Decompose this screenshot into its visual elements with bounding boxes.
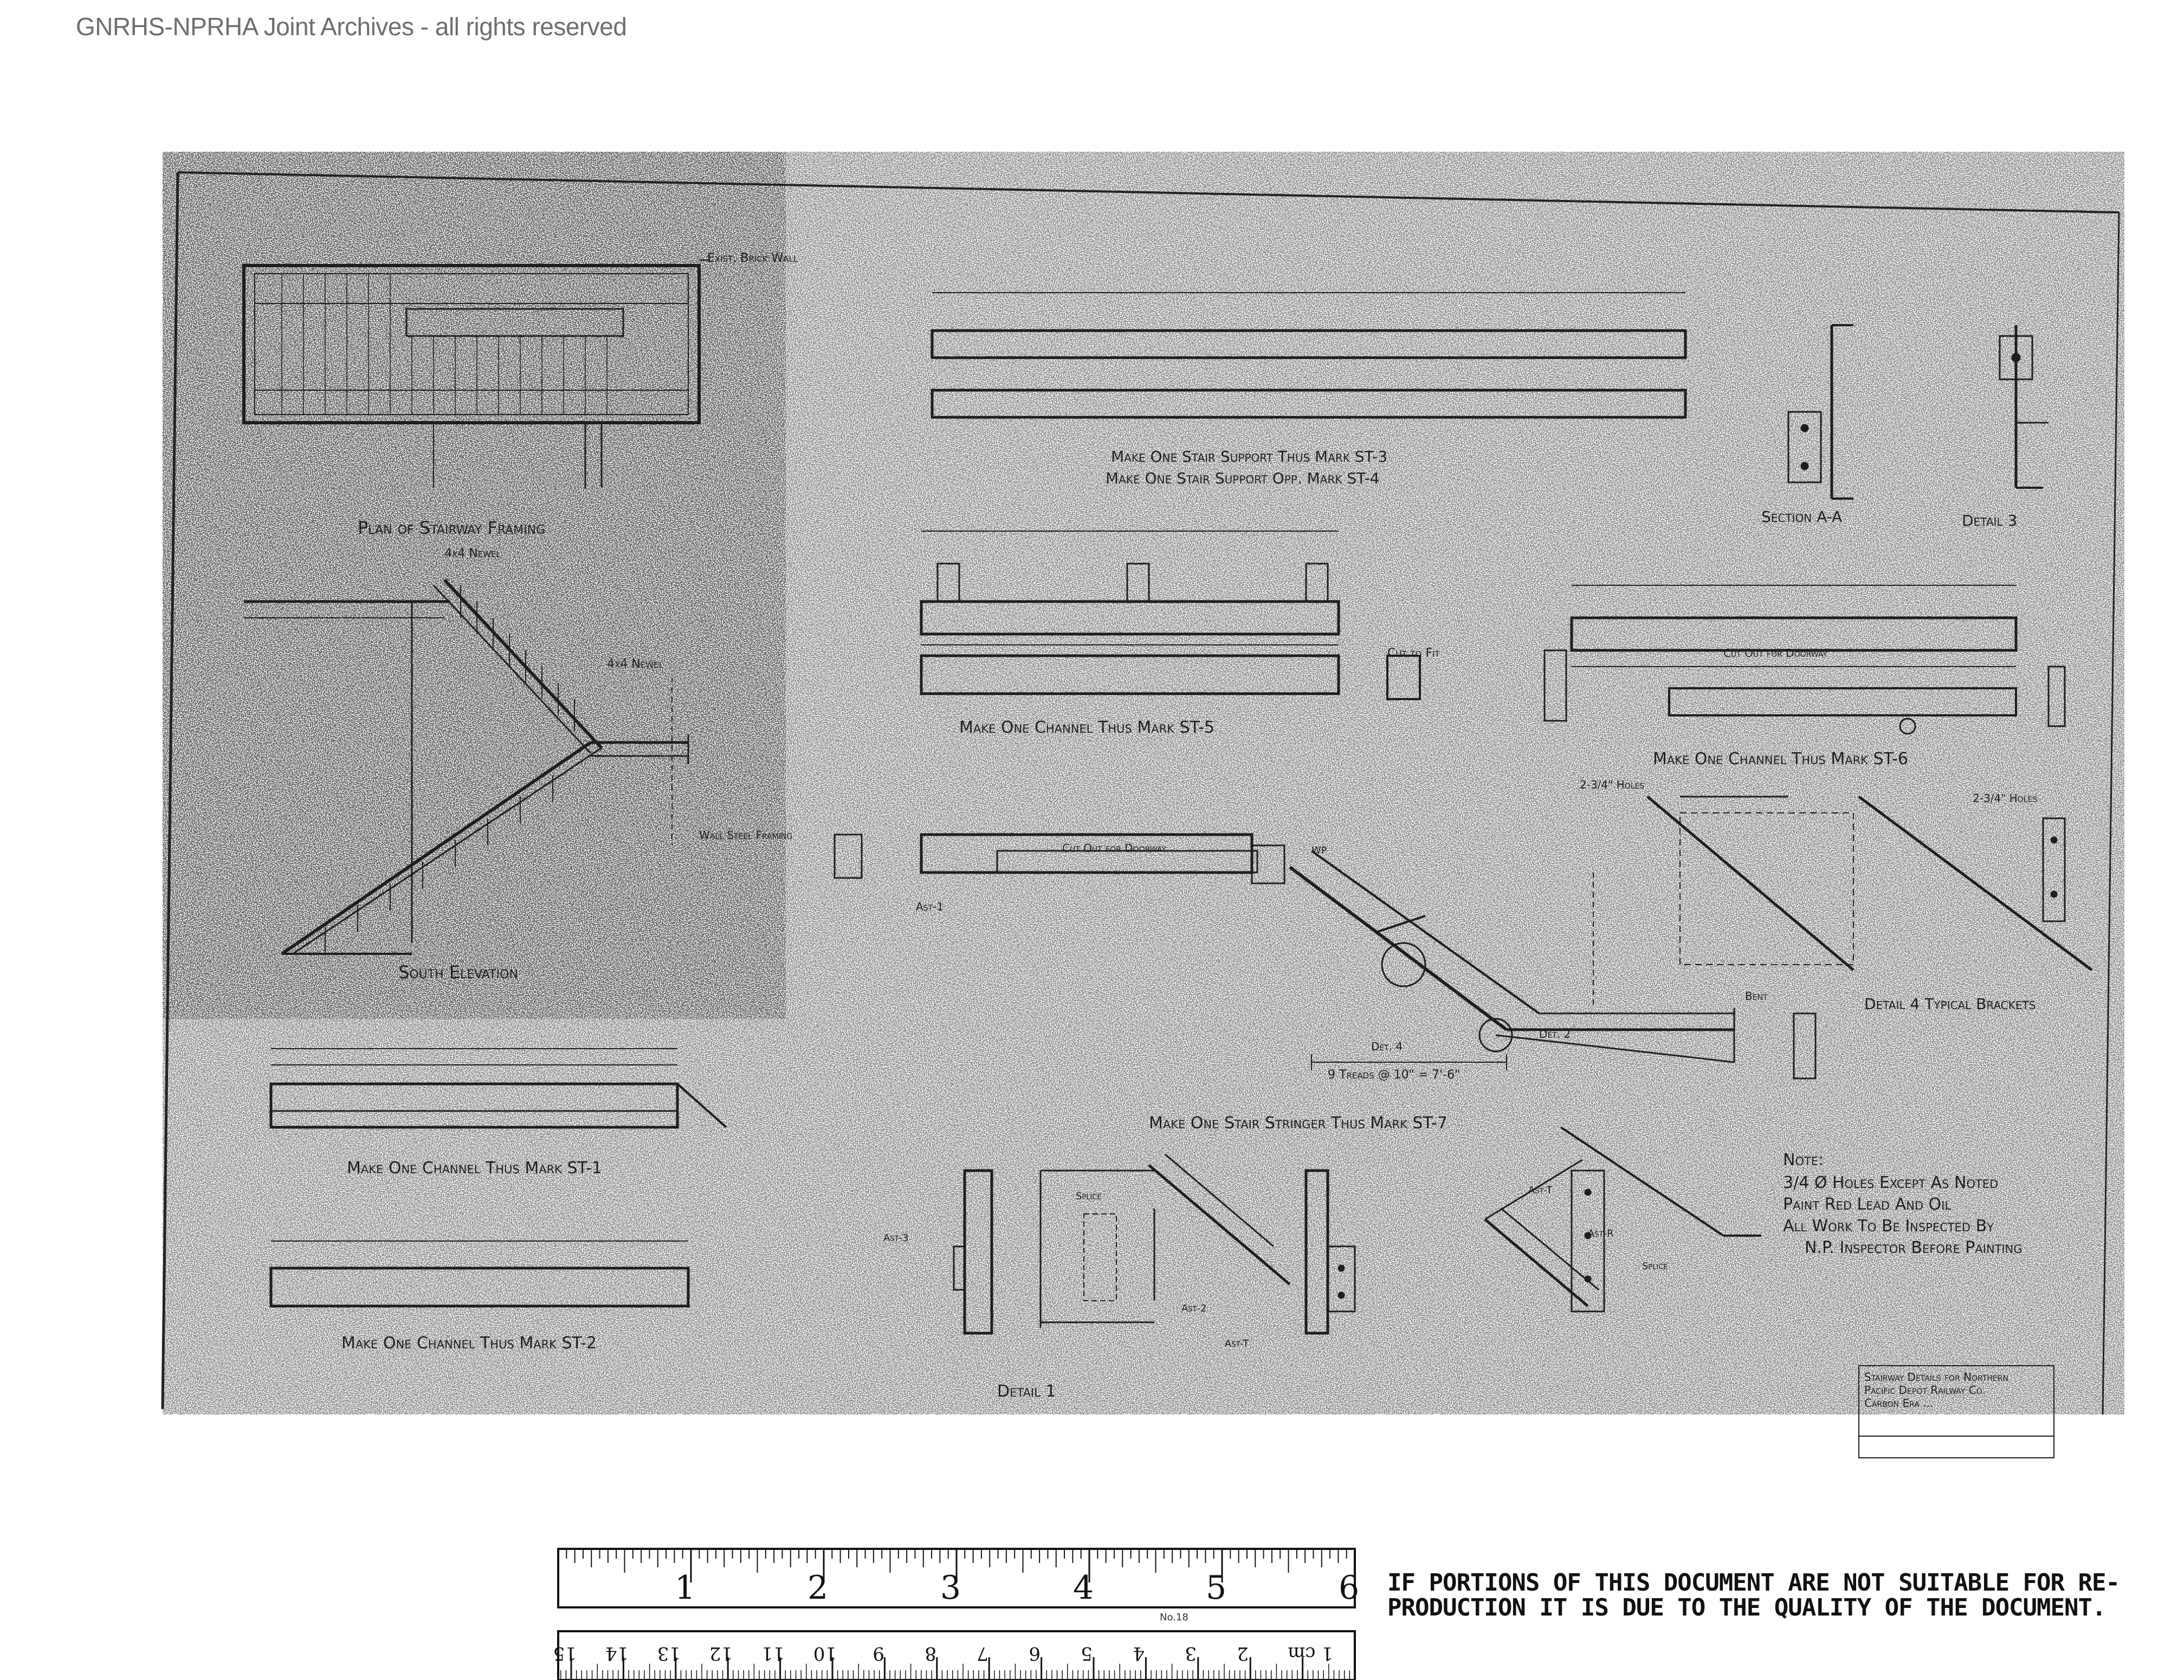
ruler-cm-10: 10 <box>813 1643 837 1664</box>
channel-st1 <box>269 1048 727 1129</box>
notes-line-1: 3/4 Ø Holes Except As Noted <box>1783 1173 1998 1192</box>
ruler-cm-13: 13 <box>657 1643 681 1664</box>
section-aa-drawing <box>1787 324 1853 500</box>
notes-line-2: Paint Red Lead And Oil <box>1783 1195 1951 1214</box>
ruler-inch-5: 5 <box>1206 1569 1226 1607</box>
channel-st6 <box>1543 585 2066 735</box>
south-elevation <box>244 578 689 955</box>
south-elevation-title: South Elevation <box>398 962 518 983</box>
mark-st4-label: Make One Stair Support Opp. Mark ST-4 <box>1106 469 1380 487</box>
ruler-cm-14: 14 <box>605 1643 629 1664</box>
holes-label-2: 2-3/4" Holes <box>1973 792 2037 805</box>
astr-label: Ast-R <box>1588 1228 1614 1239</box>
title-block <box>1858 1365 2054 1458</box>
plan-of-stairway-framing <box>242 260 710 488</box>
ruler-model: No.18 <box>1160 1612 1188 1623</box>
newel-label-mid: 4x4 Newel <box>607 657 664 671</box>
ruler-inch-4: 4 <box>1073 1569 1094 1607</box>
drawing-border <box>161 171 2120 1415</box>
notes-line-4: N.P. Inspector Before Painting <box>1805 1238 2023 1257</box>
ruler-cm-1: 1 cm <box>1288 1643 1333 1664</box>
copy-noise <box>163 152 2124 1414</box>
mark-st5-label: Make One Channel Thus Mark ST-5 <box>959 718 1214 737</box>
ruler-cm-8: 8 <box>925 1643 936 1664</box>
ast2-label: Ast-2 <box>1181 1303 1206 1314</box>
channel-st2 <box>269 1240 690 1308</box>
mark-st7-label: Make One Stair Stringer Thus Mark ST-7 <box>1149 1114 1448 1133</box>
mark-st2-label: Make One Channel Thus Mark ST-2 <box>341 1334 597 1353</box>
ruler-inch-6: 6 <box>1339 1569 1359 1607</box>
det4-label: Det. 4 <box>1371 1040 1403 1053</box>
astt-label-2: Ast-T <box>1528 1185 1553 1196</box>
ruler-cm-5: 5 <box>1081 1643 1093 1664</box>
ruler-cm-15: 15 <box>553 1643 577 1664</box>
ruler-cm-3: 3 <box>1185 1643 1197 1664</box>
ast1-label: Ast-1 <box>916 900 944 913</box>
title-block-line-2: Pacific Depot Railway Co. <box>1864 1384 1986 1397</box>
notes-line-3: All Work To Be Inspected By <box>1783 1217 1994 1236</box>
ruler-cm-12: 12 <box>709 1643 733 1664</box>
treads-label: 9 Treads @ 10" = 7'-6" <box>1328 1068 1460 1082</box>
detail-3-title: Detail 3 <box>1962 512 2017 529</box>
ruler-inch-1: 1 <box>675 1569 695 1607</box>
wp-label: WP <box>1311 845 1327 856</box>
mark-st1-label: Make One Channel Thus Mark ST-1 <box>347 1159 602 1178</box>
ruler-cm-4: 4 <box>1133 1643 1145 1664</box>
notes-block: Note: 3/4 Ø Holes Except As Noted Paint … <box>1783 1151 2023 1257</box>
ruler-cm-9: 9 <box>873 1643 884 1664</box>
quality-notice-line-1: IF PORTIONS OF THIS DOCUMENT ARE NOT SUI… <box>1387 1569 2120 1597</box>
wall-steel-framing-label: Wall Steel Framing <box>699 829 792 842</box>
ruler-cm-6: 6 <box>1029 1643 1041 1664</box>
scale-ruler: No.18 1 2 3 4 5 6 1 cm 2 3 4 5 6 7 8 9 1… <box>553 1548 1359 1680</box>
stair-stringer-st7 <box>833 833 1735 1070</box>
splice-label-1: Splice <box>1076 1191 1102 1202</box>
ruler-inch-labels: 1 2 3 4 5 6 <box>675 1569 1359 1607</box>
astt-label: Ast-T <box>1225 1338 1249 1349</box>
ruler-cm-7: 7 <box>977 1643 988 1664</box>
detail-4-title: Detail 4 Typical Brackets <box>1864 995 2036 1013</box>
section-aa-title: Section A-A <box>1761 508 1842 526</box>
quality-notice-line-2: PRODUCTION IT IS DUE TO THE QUALITY OF T… <box>1387 1594 2106 1621</box>
ruler-inch-3: 3 <box>940 1569 961 1607</box>
detail-1-drawing <box>953 1153 1356 1335</box>
cut-to-fit-label: Cut to Fit <box>1387 647 1440 660</box>
ruler-cm-labels: 1 cm 2 3 4 5 6 7 8 9 10 11 12 13 14 15 <box>553 1643 1333 1664</box>
plan-title: Plan of Stairway Framing <box>358 518 545 538</box>
ruler-inch-2: 2 <box>807 1569 828 1607</box>
cut-out-doorway-label-2: Cut Out for Doorway <box>1062 842 1166 855</box>
notes-heading: Note: <box>1783 1151 1824 1169</box>
title-block-line-3: Carbon Era ... <box>1864 1397 1933 1410</box>
det2-label: Det. 2 <box>1539 1028 1571 1041</box>
quality-notice: IF PORTIONS OF THIS DOCUMENT ARE NOT SUI… <box>1387 1571 2120 1620</box>
detail-1-title: Detail 1 <box>997 1382 1056 1401</box>
detail-2-drawing <box>1484 1126 1761 1313</box>
channel-st5 <box>920 531 1421 700</box>
exist-brick-wall-label: Exist. Brick Wall <box>707 251 798 265</box>
title-block-line-1: Stairway Details for Northern <box>1864 1371 2008 1384</box>
detail-4-drawing <box>1646 795 2093 1080</box>
holes-label-1: 2-3/4" Holes <box>1580 778 1644 791</box>
detail-3-drawing <box>1999 325 2049 489</box>
splice-label-2: Splice <box>1642 1261 1668 1272</box>
newel-label-top: 4x4 Newel <box>444 547 501 560</box>
mark-st6-label: Make One Channel Thus Mark ST-6 <box>1653 749 1908 768</box>
bent-label: Bent <box>1745 990 1768 1003</box>
ruler-cm-11: 11 <box>761 1643 785 1664</box>
cut-out-doorway-label-1: Cut Out for Doorway <box>1723 647 1827 660</box>
archive-watermark: GNRHS-NPRHA Joint Archives - all rights … <box>76 12 627 41</box>
stair-support-st3-st4 <box>931 292 1687 419</box>
mark-st3-label: Make One Stair Support Thus Mark ST-3 <box>1111 448 1387 466</box>
ruler-cm-2: 2 <box>1237 1643 1249 1664</box>
ast3-label: Ast-3 <box>883 1232 908 1244</box>
